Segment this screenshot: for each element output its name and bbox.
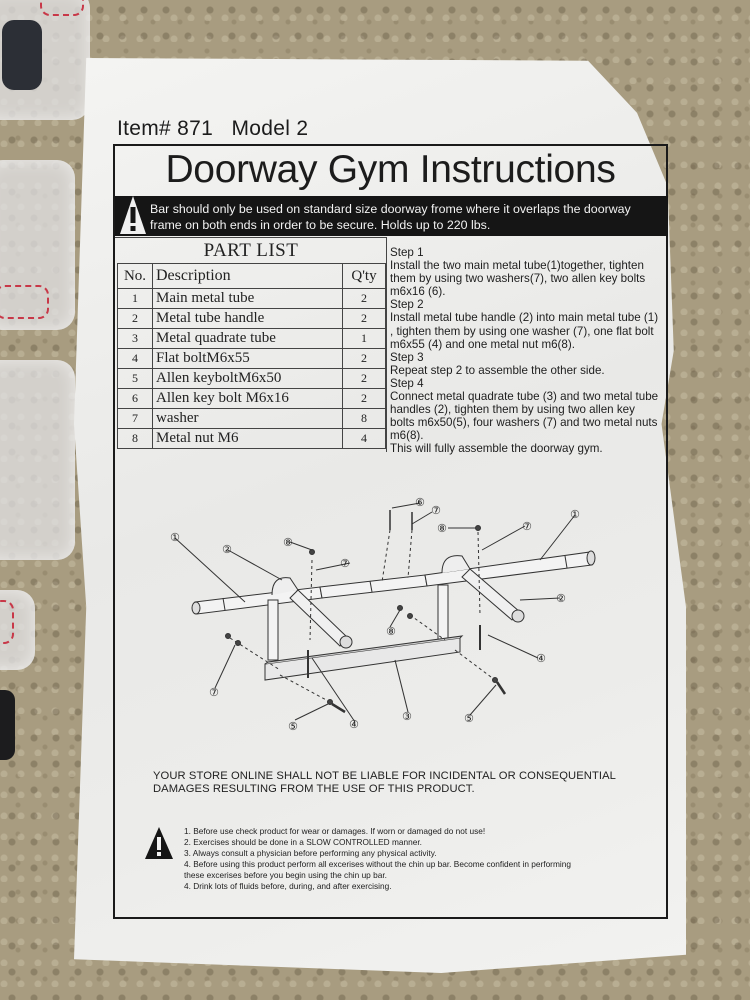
part-no: 4 [117,348,153,369]
part-list-divider [386,237,387,452]
part-qty: 8 [342,408,386,429]
part-no: 8 [117,428,153,449]
step-1-body: Install the two main metal tube(1)togeth… [390,259,646,299]
step-2-heading: Step 2 [390,298,424,312]
part-qty: 2 [342,348,386,369]
part-callouts: ① ② ⑥ ⑦ ⑧ ⑦ ⑦ ① ⑧ ② ⑧ ④ ⑦ ⑤ ④ ③ ⑤ [170,496,580,733]
callout-6: ⑥ [415,496,425,509]
liability-disclaimer: YOUR STORE ONLINE SHALL NOT BE LIABLE FO… [153,770,616,795]
callout-8-right: ⑧ [437,522,447,535]
safety-item: 2. Exercises should be done in a SLOW CO… [184,837,422,847]
assembly-steps: Step 1 Install the two main metal tube(1… [390,246,660,456]
part-description: Metal tube handle [152,308,343,329]
col-qty: Q'ty [342,263,386,289]
part-qty: 1 [342,328,386,349]
callout-5-right: ⑤ [464,712,474,725]
step-1-heading: Step 1 [390,246,424,259]
step-4-body: Connect metal quadrate tube (3) and two … [390,390,659,443]
step-3-heading: Step 3 [390,350,424,364]
part-description: Main metal tube [152,288,343,309]
part-qty: 2 [342,368,386,389]
table-header-row: No. Description Q'ty [117,263,386,289]
callout-3: ③ [402,710,412,723]
part-qty: 2 [342,388,386,409]
hardware-bag-bottom [0,590,35,670]
safety-item: 1. Before use check product for wear or … [184,826,486,836]
part-list-title: PART LIST [203,240,299,261]
part-description: washer [152,408,343,429]
callout-7-right: ⑦ [522,520,532,533]
warning-text: Bar should only be used on standard size… [150,202,631,232]
part-list-top-rule [115,237,387,238]
callout-8-left: ⑧ [283,536,293,549]
callout-1-left: ① [170,531,180,544]
safety-item: 4. Before using this product perform all… [184,859,571,869]
callout-1-right: ① [570,508,580,521]
warning-triangle-icon [145,827,173,859]
dark-part [0,690,15,760]
part-description: Allen keyboltM6x50 [152,368,343,389]
callout-2-left: ② [222,543,232,556]
safety-item: 3. Always consult a physician before per… [184,848,437,858]
item-model-line: Item# 871 Model 2 [117,117,309,140]
callout-4-right: ④ [536,652,546,665]
part-no: 5 [117,368,153,389]
assembly-diagram: ① ② ⑥ ⑦ ⑧ ⑦ ⑦ ① ⑧ ② ⑧ ④ ⑦ ⑤ ④ ③ ⑤ [170,496,596,733]
callout-8-center: ⑧ [386,625,396,638]
col-no: No. [117,263,153,289]
hardware-bag-lower [0,360,75,560]
part-description: Allen key bolt M6x16 [152,388,343,409]
part-description: Metal quadrate tube [152,328,343,349]
part-description: Metal nut M6 [152,428,343,449]
part-no: 7 [117,408,153,429]
part-no: 6 [117,388,153,409]
hardware-bag-middle [0,160,75,330]
part-no: 3 [117,328,153,349]
step-4-heading: Step 4 [390,376,424,390]
col-description: Description [152,263,343,289]
content-frame [113,144,668,919]
part-no: 1 [117,288,153,309]
callout-5-left: ⑤ [288,720,298,733]
part-qty: 2 [342,308,386,329]
callout-4-center: ④ [349,718,359,731]
warning-triangle-icon [120,196,146,234]
callout-7-top: ⑦ [431,504,441,517]
part-no: 2 [117,308,153,329]
warning-banner: Bar should only be used on standard size… [115,196,668,236]
page-title: Doorway Gym Instructions [165,148,616,191]
callout-2-right: ② [556,592,566,605]
part-qty: 2 [342,288,386,309]
safety-notes: 1. Before use check product for wear or … [184,826,624,892]
step-2-body: Install metal tube handle (2) into main … [390,311,659,351]
safety-item: these excerises before you begin using t… [184,870,387,880]
part-qty: 4 [342,428,386,449]
hardware-bag-top [0,0,90,120]
callout-7-bottom: ⑦ [209,686,219,699]
step-3-body: Repeat step 2 to assemble the other side… [390,363,605,377]
part-description: Flat boltM6x55 [152,348,343,369]
safety-item: 4. Drink lots of fluids before, during, … [184,881,392,891]
callout-7-left: ⑦ [340,557,350,570]
steps-footer: This will fully assemble the doorway gym… [390,442,603,456]
